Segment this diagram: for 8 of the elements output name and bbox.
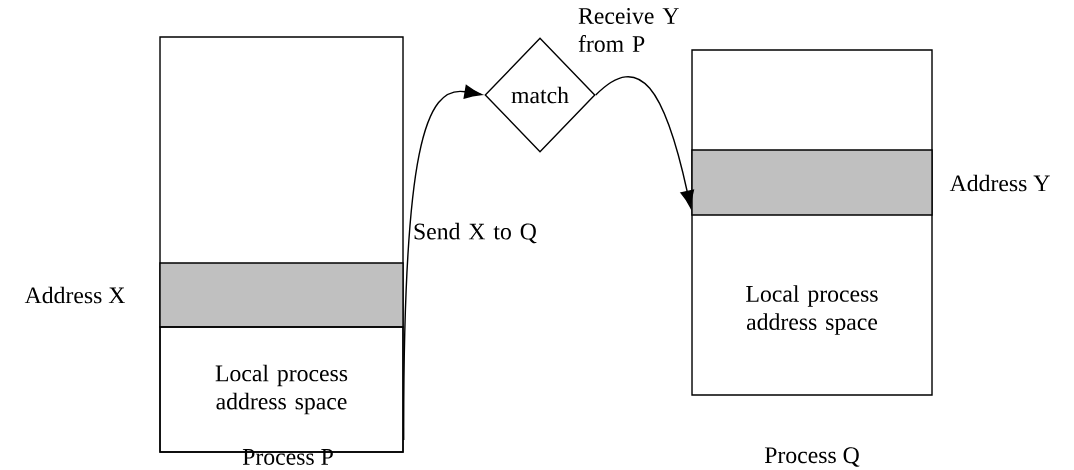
address-label: Address Y: [949, 174, 1050, 192]
arrow: [403, 84, 483, 441]
edge-label: Receive Y from P: [578, 8, 679, 52]
edge-label: Send X to Q: [414, 222, 537, 244]
process-label: Process Q: [764, 447, 860, 467]
arrow: [595, 76, 695, 209]
address-label: Address X: [24, 286, 125, 304]
region-text: Local process address space: [746, 285, 878, 335]
